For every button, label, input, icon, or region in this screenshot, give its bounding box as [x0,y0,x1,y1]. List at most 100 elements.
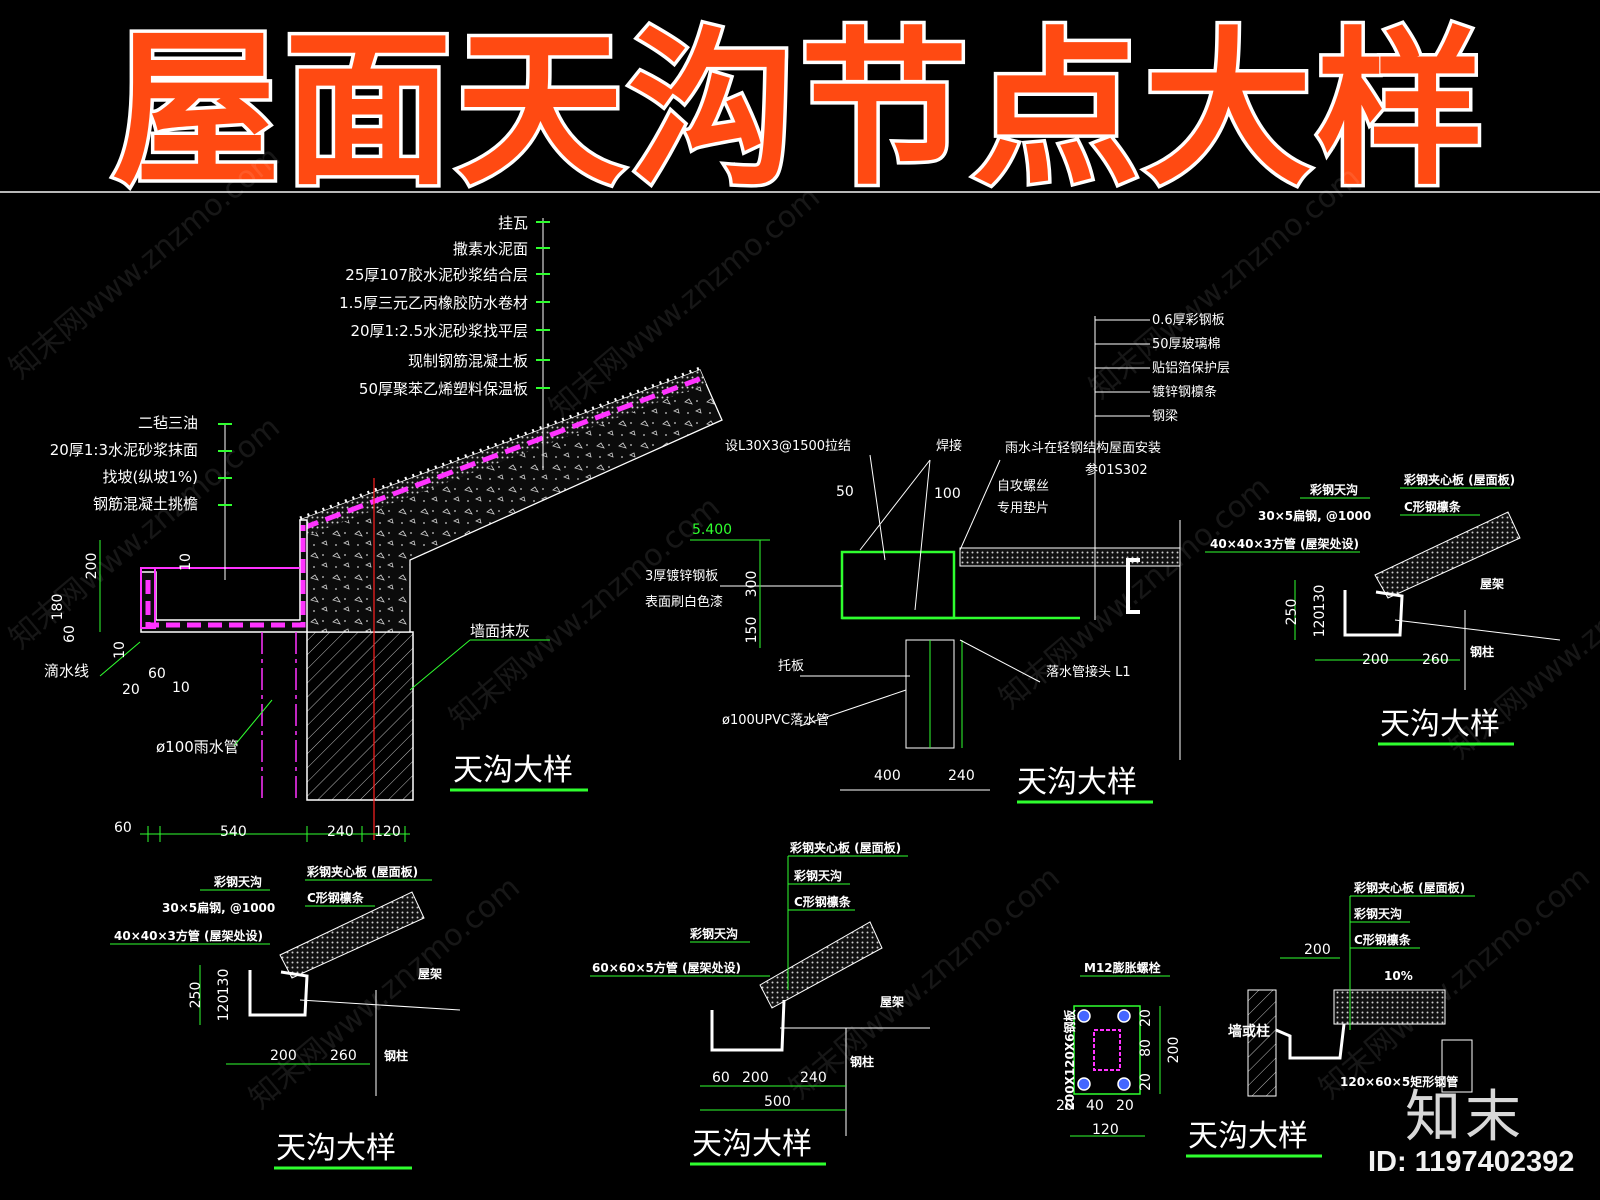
roof-panel [1374,511,1521,599]
dim-v: 60 [62,625,78,643]
label: 彩钢天沟 [689,926,738,941]
steel-gutter [840,550,956,620]
label: C形钢檩条 [1404,499,1462,514]
dim: 240 [948,768,975,784]
tie-label: 设L30X3@1500拉结 [725,439,851,454]
label: 彩钢天沟 [1309,482,1358,497]
pad-label: 专用垫片 [997,500,1049,516]
dim-top: 200 [1304,942,1331,958]
label: 钢柱 [384,1048,408,1063]
pipe-leader [233,699,273,747]
plate-label: 3厚镀锌钢板 [645,568,718,584]
layer-label: 1.5厚三元乙丙橡胶防水卷材 [339,294,528,312]
gutter-profile [710,999,786,1052]
label: 120×60×5矩形钢管 [1340,1074,1458,1089]
roof-panel [279,891,425,979]
layer-label: 镀锌钢檩条 [1152,384,1217,400]
label: 钢柱 [1470,644,1494,659]
label: 彩钢夹心板 (屋面板) [306,864,418,879]
dim-misc: 60 [148,666,166,682]
dim: 250 [1284,599,1300,626]
dim: 20 [1138,1009,1154,1027]
leaders [1070,895,1475,1137]
gutter-label: 20厚1:3水泥砂浆抹面 [50,441,198,459]
label: 彩钢天沟 [1353,906,1402,921]
banner: 屋面天沟节点大样 [0,0,1600,211]
dim-v: 200 [84,553,100,580]
slope: 10% [1384,969,1413,983]
dim-h: 240 [327,824,354,840]
layer-ticks [536,221,550,389]
dim: 260 [330,1048,357,1064]
gutter-profile [1343,590,1404,637]
detail-f: M12膨胀螺栓 200X120X6钢板 墙或柱 彩钢夹心板 (屋面板) 彩钢天沟… [1056,880,1475,1158]
detail-title: 天沟大样 [453,753,573,788]
dim: 20 [1116,1098,1134,1114]
rect-tube [1441,1039,1473,1093]
weld-leader [859,459,931,551]
label: 40×40×3方管 (屋架处设) [114,928,263,943]
detail-title: 天沟大样 [692,1127,812,1162]
drip-leader [99,641,141,677]
detail-title: 天沟大样 [276,1131,396,1166]
gutter-label: 找坡(纵坡1%) [102,468,198,486]
label: 彩钢天沟 [793,868,842,883]
banner-divider [0,191,1600,193]
label: 墙或柱 [1228,1023,1270,1040]
joint-leader [959,639,1041,683]
gutter-ticks [218,423,232,506]
label: C形钢檩条 [307,890,365,905]
roof-panel [959,547,1181,567]
drip-label: 滴水线 [44,662,89,680]
dim-h: 540 [220,824,247,840]
detail-e: 彩钢夹心板 (屋面板) 彩钢天沟 C形钢檩条 60×60×5方管 (屋架处设) … [590,840,930,1166]
dim: 60 [712,1070,730,1086]
label: C形钢檩条 [1354,932,1412,947]
dim: 250 [188,982,204,1009]
dim: 300 [744,571,760,598]
pipe-label: ø100雨水管 [156,738,239,756]
steel-plate [1073,1005,1141,1095]
joint-label: 落水管接头 L1 [1046,664,1131,680]
drain-leader [959,459,1001,551]
label: 40×40×3方管 (屋架处设) [1210,536,1359,551]
dim-misc: 20 [122,682,140,698]
dim: 500 [764,1094,791,1110]
dim: 260 [1422,652,1449,668]
c-purlin [1126,558,1140,614]
screw-label: 自攻螺丝 [997,479,1049,494]
detail-d: 彩钢天沟 彩钢夹心板 (屋面板) 30×5扁钢, @1000 C形钢檩条 40×… [110,864,461,1170]
label: 彩钢天沟 [213,874,262,889]
dim: 120 [216,995,232,1022]
layer-label: 50厚聚苯乙烯塑料保温板 [359,380,528,398]
label: 30×5扁钢, @1000 [1258,508,1371,523]
tie-leader [869,454,886,561]
label: 30×5扁钢, @1000 [162,900,275,915]
dim: 200 [270,1048,297,1064]
layer-label: 25厚107胶水泥砂浆结合层 [345,266,528,284]
roof-panel [759,921,883,1009]
roof-insulation [300,370,706,536]
gutter-lining [145,525,306,628]
dim-h: 60 [114,820,132,836]
label: 200X120X6钢板 [1062,1009,1077,1111]
layer-label: 撒素水泥面 [453,240,528,258]
dim: 200 [1362,652,1389,668]
layer-label: 0.6厚彩钢板 [1152,313,1225,328]
label: 彩钢夹心板 (屋面板) [789,840,901,855]
detail-title: 天沟大样 [1380,707,1500,742]
dim-v: 180 [50,594,66,621]
leaders [110,879,432,1065]
watermark-text: 知末网www.znzmo.com [1313,860,1597,1106]
roof-panel [1333,989,1446,1025]
dim: 130 [1312,585,1328,612]
label: 60×60×5方管 (屋架处设) [592,960,741,975]
roof-line [1394,619,1561,641]
layer-label: 贴铝箔保护层 [1152,360,1230,376]
dim-h: 120 [374,824,401,840]
dim: 400 [874,768,901,784]
leaders [590,855,908,1111]
watermark-text: 知末网www.znzmo.com [3,140,287,386]
dim: 150 [744,617,760,644]
